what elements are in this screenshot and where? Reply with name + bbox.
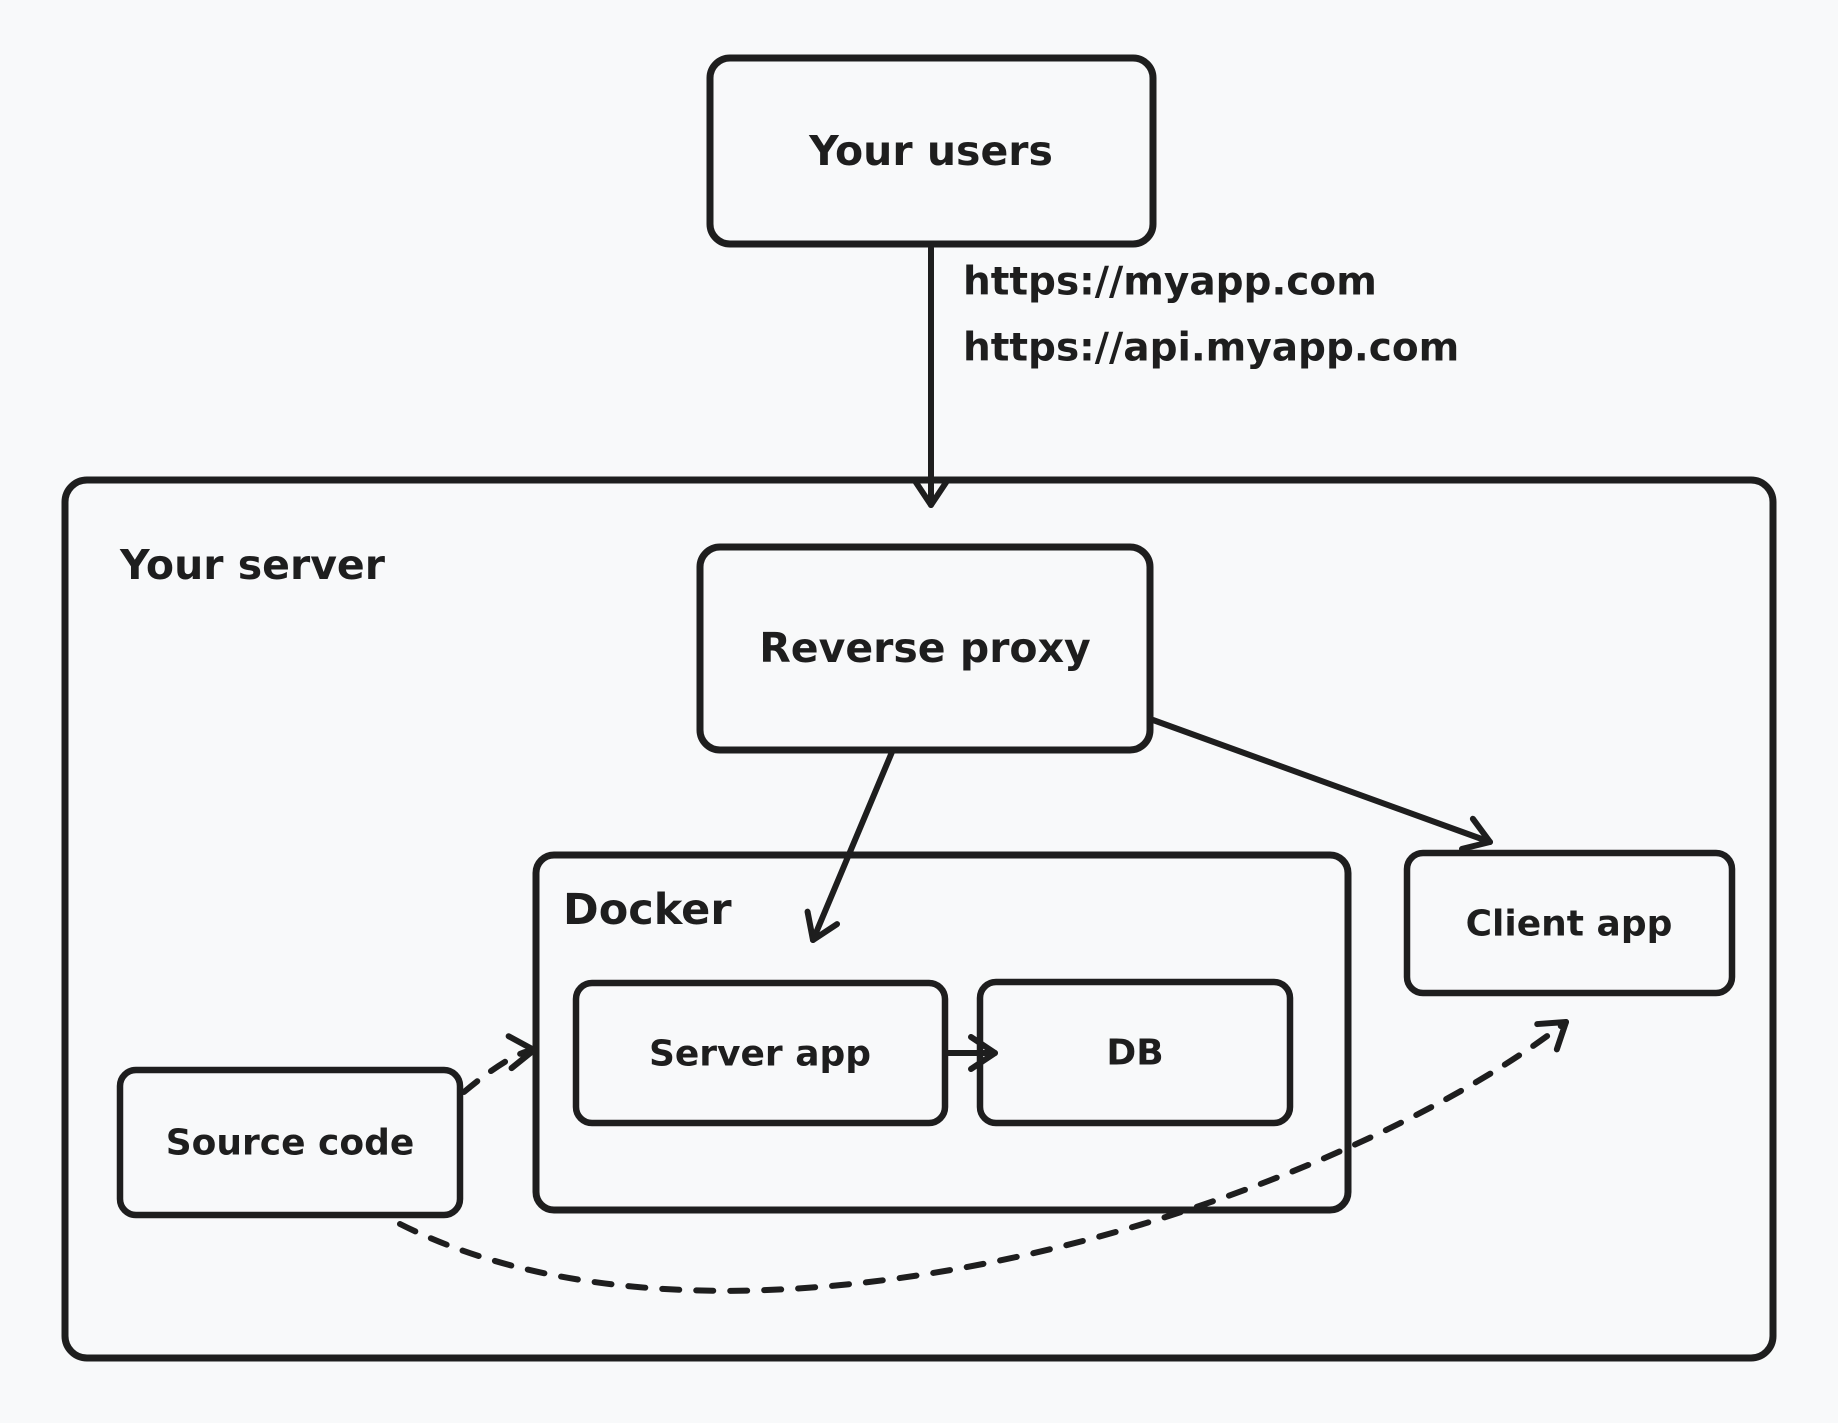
db-label: DB	[1106, 1033, 1163, 1074]
server-app-label: Server app	[649, 1034, 871, 1075]
source-code-label: Source code	[166, 1123, 415, 1164]
server-app-node	[572, 979, 949, 1127]
client-app-node	[1403, 849, 1736, 997]
url-label-api-myapp: https://api.myapp.com	[963, 326, 1459, 371]
docker-label: Docker	[563, 885, 732, 935]
reverse-proxy-node	[696, 543, 1154, 754]
db-node	[976, 978, 1294, 1127]
edge-source-code-to-server-app	[461, 1033, 537, 1095]
your-users-label: Your users	[808, 127, 1053, 175]
edge-reverse-proxy-to-server-app	[804, 749, 895, 943]
your-users-node	[706, 54, 1157, 248]
client-app-label: Client app	[1466, 904, 1673, 945]
edge-reverse-proxy-to-client-app	[1150, 717, 1493, 852]
reverse-proxy-label: Reverse proxy	[759, 624, 1091, 672]
docker-container	[532, 851, 1352, 1214]
edge-source-code-to-client-app	[397, 1019, 1569, 1294]
your-server-label: Your server	[119, 541, 386, 589]
source-code-node	[116, 1066, 464, 1219]
url-label-myapp: https://myapp.com	[963, 260, 1377, 305]
